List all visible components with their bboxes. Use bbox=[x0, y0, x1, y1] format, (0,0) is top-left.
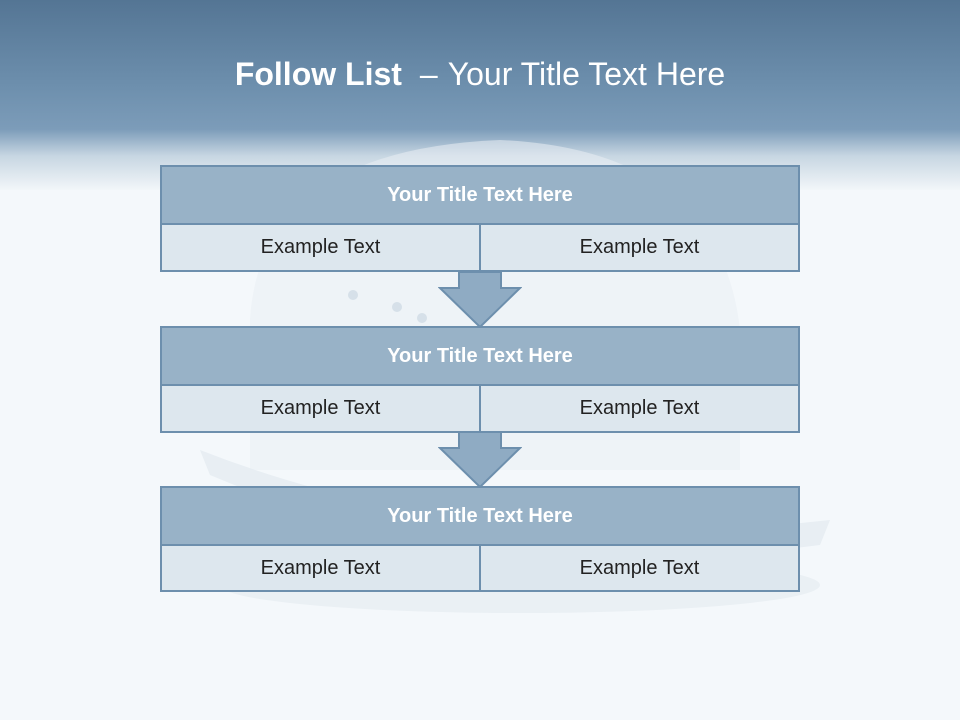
step-3-cell-right: Example Text bbox=[479, 546, 798, 590]
step-3-title: Your Title Text Here bbox=[162, 488, 798, 546]
title-bold: Follow List bbox=[234, 56, 402, 92]
step-block-2: Your Title Text Here Example Text Exampl… bbox=[160, 326, 800, 433]
slide-title: Follow List–Your Title Text Here bbox=[0, 52, 960, 96]
step-block-1: Your Title Text Here Example Text Exampl… bbox=[160, 165, 800, 272]
step-3-row: Example Text Example Text bbox=[162, 546, 798, 590]
title-dash: – bbox=[419, 56, 438, 92]
step-2-cell-left: Example Text bbox=[162, 386, 479, 431]
down-arrow-icon bbox=[438, 271, 522, 329]
step-3-cell-left: Example Text bbox=[162, 546, 479, 590]
step-1-cell-right: Example Text bbox=[479, 225, 798, 270]
step-1-title: Your Title Text Here bbox=[162, 167, 798, 225]
step-block-3: Your Title Text Here Example Text Exampl… bbox=[160, 486, 800, 592]
step-1-cell-left: Example Text bbox=[162, 225, 479, 270]
down-arrow-icon bbox=[438, 431, 522, 489]
step-2-title: Your Title Text Here bbox=[162, 328, 798, 386]
step-2-row: Example Text Example Text bbox=[162, 386, 798, 431]
step-2-cell-right: Example Text bbox=[479, 386, 798, 431]
step-1-row: Example Text Example Text bbox=[162, 225, 798, 270]
title-rest: Your Title Text Here bbox=[447, 56, 726, 92]
